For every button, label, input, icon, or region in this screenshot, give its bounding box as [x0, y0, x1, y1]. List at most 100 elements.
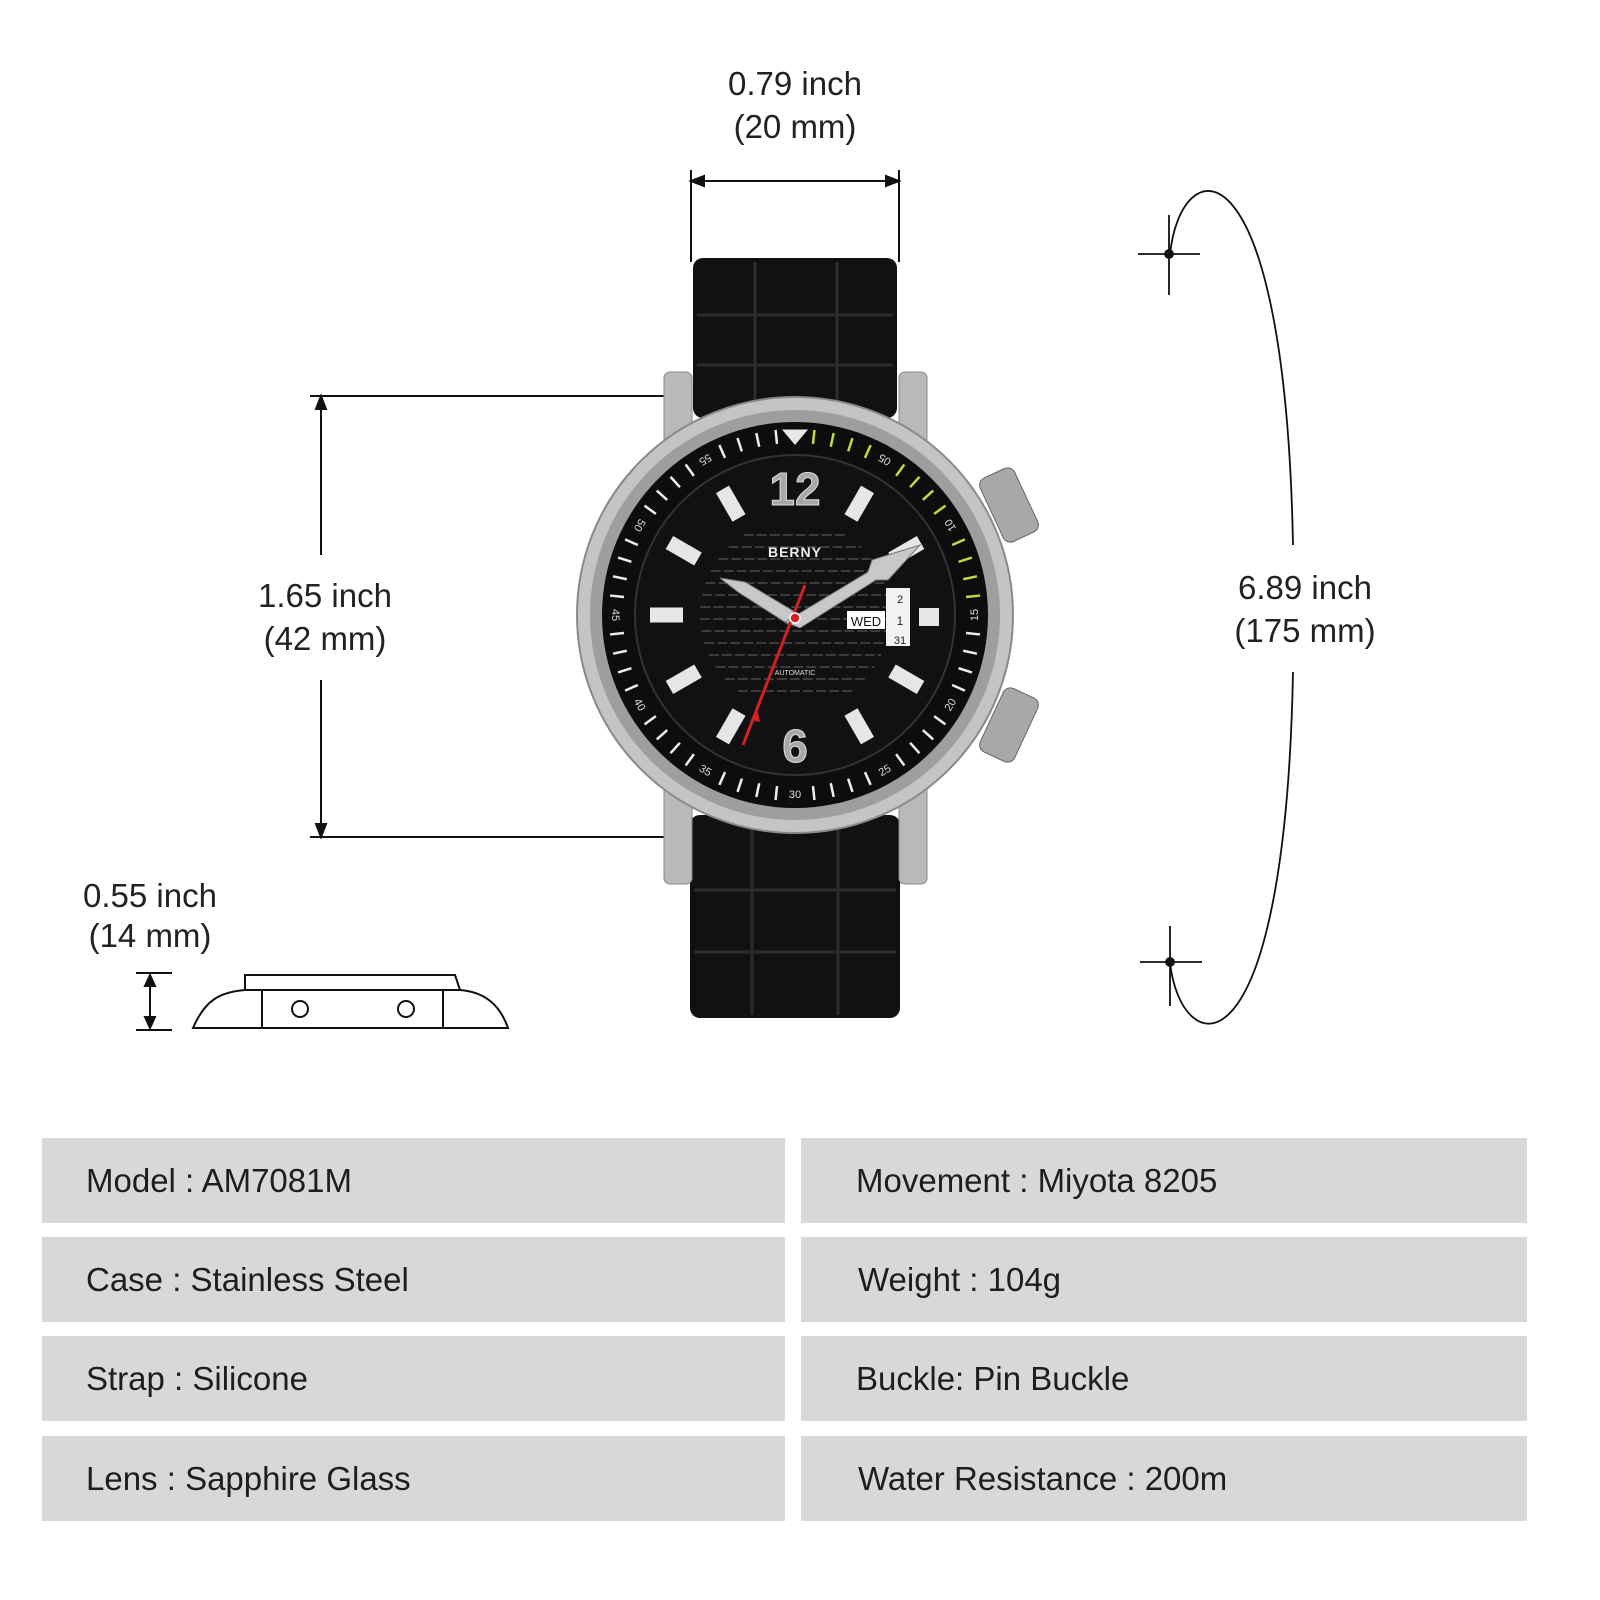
- spec-weight: Weight : 104g: [858, 1260, 1062, 1298]
- bezel-tick: [643, 504, 657, 515]
- bezel-number: 15: [969, 609, 981, 621]
- crown[interactable]: [977, 465, 1041, 765]
- bezel-tick: [829, 782, 835, 798]
- hour-marker: [665, 664, 702, 694]
- bezel-number: 25: [877, 763, 894, 780]
- hour-12: 12: [769, 463, 820, 515]
- bezel-tick: [684, 753, 695, 767]
- bezel-tick: [829, 432, 835, 448]
- bezel-number: 40: [631, 697, 648, 714]
- strap-length-dimension: [1138, 190, 1294, 1025]
- spec-row: Weight : 104g: [801, 1237, 1527, 1322]
- bezel-tick: [863, 444, 872, 459]
- spec-row: Water Resistance : 200m: [801, 1436, 1527, 1521]
- minute-hand: [783, 543, 922, 629]
- bezel-tick: [624, 683, 639, 692]
- bezel-tick: [736, 437, 744, 452]
- bezel-tick: [811, 785, 816, 801]
- bezel-tick: [811, 429, 816, 445]
- bezel-triangle: [782, 429, 808, 445]
- bezel-tick: [933, 715, 947, 726]
- bezel-tick: [624, 538, 639, 547]
- thickness-dimension: [136, 972, 510, 1031]
- bezel-number: 10: [943, 517, 960, 534]
- hour-marker: [716, 485, 746, 522]
- hour-marker: [888, 664, 925, 694]
- bezel-tick: [965, 631, 981, 636]
- strap-width-dimension: [688, 170, 902, 262]
- bezel-tick: [846, 437, 854, 452]
- spec-model: Model : AM7081M: [86, 1161, 352, 1199]
- bezel-tick: [669, 741, 681, 755]
- bezel-tick: [951, 683, 966, 692]
- hour-marker: [665, 536, 702, 566]
- day-text: WED: [851, 614, 881, 629]
- bezel-tick: [718, 771, 727, 786]
- bezel-tick: [846, 778, 854, 793]
- strap-width-inch: 0.79 inch: [728, 65, 862, 102]
- date-window: [886, 588, 910, 646]
- strap-length-inch: 6.89 inch: [1238, 569, 1372, 606]
- bezel-tick: [612, 575, 628, 581]
- spec-movement: Movement : Miyota 8205: [856, 1161, 1218, 1199]
- automatic-label: AUTOMATIC: [775, 670, 816, 677]
- thickness-mm: (14 mm): [88, 917, 212, 954]
- hour-marker: [844, 708, 874, 745]
- spec-row: Movement : Miyota 8205: [801, 1138, 1527, 1223]
- strap-length-mm: (175 mm): [1234, 612, 1376, 649]
- bezel-tick: [755, 432, 761, 448]
- bezel-number: 30: [789, 789, 801, 801]
- bezel-tick: [612, 649, 628, 655]
- bezel-tick: [718, 444, 727, 459]
- bezel-tick: [933, 504, 947, 515]
- bezel-tick: [909, 475, 921, 489]
- bezel-tick: [962, 575, 978, 581]
- bezel-tick: [617, 666, 632, 674]
- bezel-tick: [958, 556, 973, 564]
- bezel-tick: [921, 489, 935, 501]
- spec-water-resistance: Water Resistance : 200m: [858, 1459, 1228, 1497]
- date-below: 31: [894, 635, 906, 647]
- thickness-inch: 0.55 inch: [83, 877, 217, 914]
- bezel-tick: [655, 729, 669, 741]
- brand-logo: BERNY: [768, 544, 822, 560]
- bezel-tick: [684, 463, 695, 477]
- bezel-tick: [962, 649, 978, 655]
- bezel-tick: [669, 475, 681, 489]
- case-diameter-mm: (42 mm): [263, 620, 387, 657]
- bezel-tick: [736, 778, 744, 793]
- spec-case: Case : Stainless Steel: [86, 1260, 409, 1298]
- bezel-tick: [774, 429, 779, 445]
- case-diameter-dimension: [310, 393, 690, 840]
- bezel-number: 35: [697, 763, 714, 780]
- spec-lens: Lens : Sapphire Glass: [86, 1459, 411, 1497]
- strap-width-label: 0.79 inch (20 mm): [690, 62, 900, 148]
- spec-row: Lens : Sapphire Glass: [42, 1436, 785, 1521]
- case-diameter-inch: 1.65 inch: [258, 577, 392, 614]
- strap-length-label: 6.89 inch (175 mm): [1200, 566, 1410, 652]
- date-current: 1: [897, 614, 904, 628]
- bezel-number: 50: [631, 517, 648, 534]
- hour-marker: [716, 708, 746, 745]
- bezel-tick: [655, 489, 669, 501]
- strap: [690, 258, 900, 1018]
- bezel-tick: [863, 771, 872, 786]
- spec-strap: Strap : Silicone: [86, 1359, 308, 1397]
- spec-buckle: Buckle: Pin Buckle: [856, 1359, 1130, 1397]
- bezel-tick: [617, 556, 632, 564]
- bezel-tick: [895, 753, 906, 767]
- bezel-number: 45: [609, 609, 621, 621]
- hour-marker: [919, 608, 939, 626]
- spec-row: Case : Stainless Steel: [42, 1237, 785, 1322]
- bezel-tick: [958, 666, 973, 674]
- bezel-tick: [909, 741, 921, 755]
- bezel-tick: [895, 463, 906, 477]
- bezel-tick: [965, 594, 981, 599]
- hour-6: 6: [782, 720, 808, 772]
- hands: [719, 543, 922, 629]
- bezel-tick: [609, 594, 625, 599]
- spec-row: Strap : Silicone: [42, 1336, 785, 1421]
- strap-width-mm: (20 mm): [733, 108, 857, 145]
- spec-row: Model : AM7081M: [42, 1138, 785, 1223]
